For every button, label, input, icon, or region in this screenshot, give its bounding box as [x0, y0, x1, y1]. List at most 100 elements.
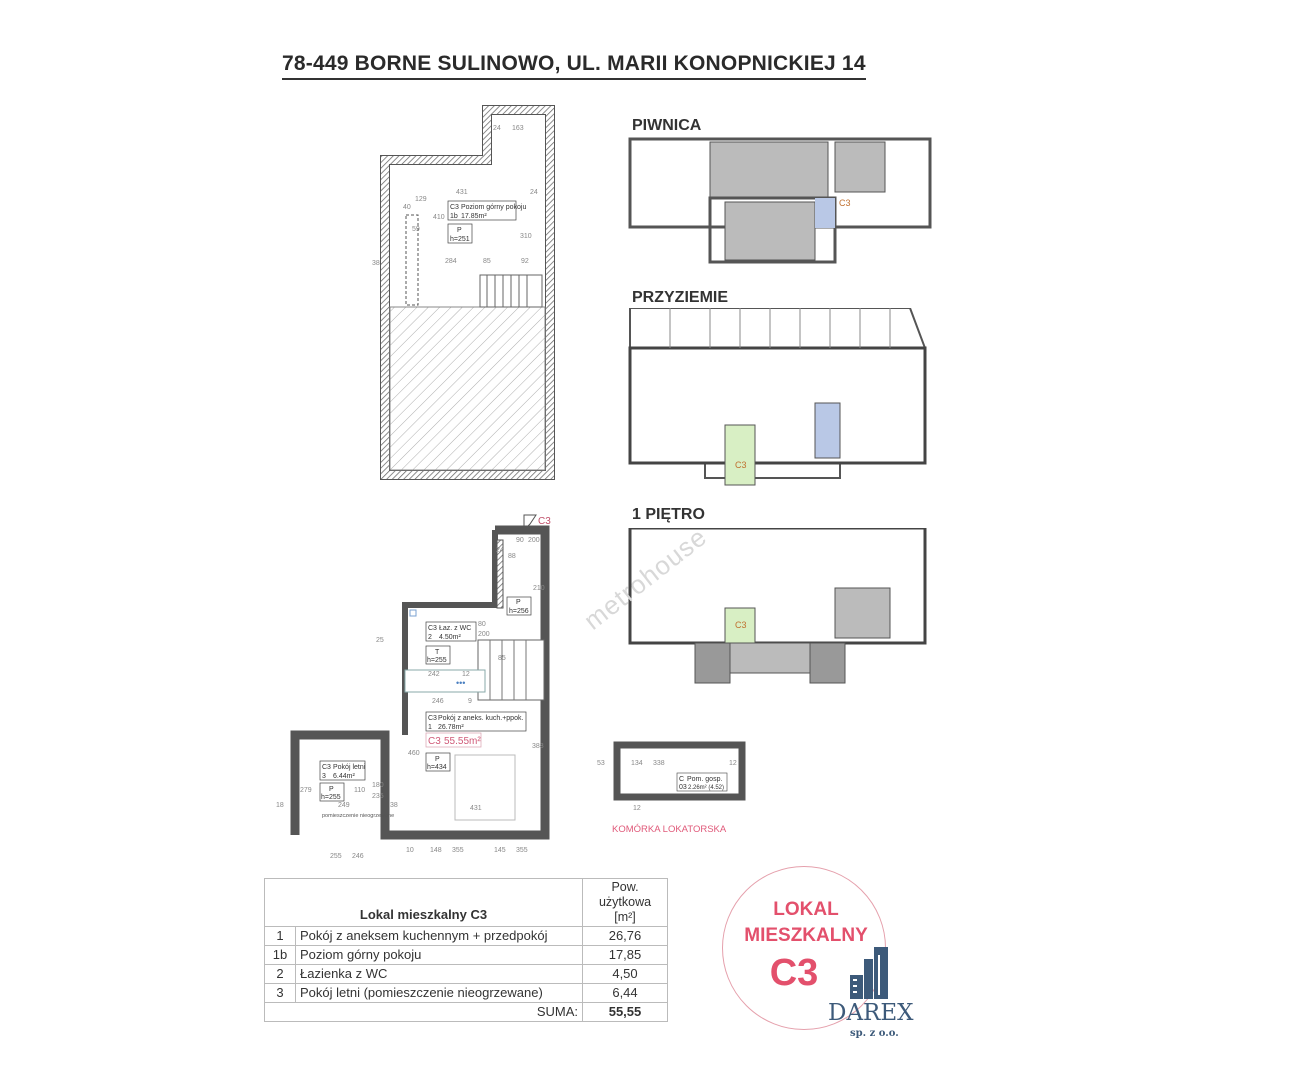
svg-text:Poziom górny pokoju: Poziom górny pokoju	[461, 204, 526, 211]
svg-text:C3: C3	[735, 460, 747, 470]
upper-level-plan: 24 163 431 24 40 129 410 59 310 284 85 9…	[372, 105, 555, 480]
sofa	[454, 754, 516, 821]
svg-text:17.85m²: 17.85m²	[461, 213, 487, 220]
void-area	[389, 306, 546, 471]
stamp-line1: LOKAL	[773, 899, 839, 920]
svg-text:Pokój letni: Pokój letni	[333, 764, 366, 771]
svg-text:310: 310	[520, 233, 532, 240]
svg-text:59: 59	[412, 226, 420, 233]
svg-text:Pom. gosp.: Pom. gosp.	[687, 776, 722, 783]
basement-heading: PIWNICA	[632, 117, 702, 134]
svg-text:145: 145	[494, 847, 506, 854]
svg-text:388: 388	[532, 743, 544, 750]
sink-icon	[409, 609, 417, 617]
svg-text:Pokój z aneks. kuch.+ppok.: Pokój z aneks. kuch.+ppok.	[438, 715, 523, 722]
ground-floor-plan: C3	[628, 308, 927, 486]
svg-text:T: T	[435, 649, 440, 656]
svg-text:P: P	[329, 786, 334, 793]
svg-text:4.50m²: 4.50m²	[439, 634, 461, 641]
svg-text:163: 163	[512, 125, 524, 132]
svg-text:338: 338	[653, 760, 665, 767]
svg-text:C3: C3	[428, 625, 437, 632]
svg-text:200: 200	[528, 537, 540, 544]
svg-text:6.44m²: 6.44m²	[333, 773, 355, 780]
svg-text:1b: 1b	[450, 213, 458, 220]
svg-text:C3: C3	[538, 516, 551, 527]
svg-text:284: 284	[445, 258, 457, 265]
svg-text:•••: •••	[456, 678, 465, 688]
svg-text:40: 40	[403, 204, 411, 211]
svg-text:h=434: h=434	[427, 764, 447, 771]
first-floor-heading: 1 PIĘTRO	[632, 506, 705, 523]
svg-text:h=256: h=256	[509, 608, 529, 615]
svg-text:92: 92	[521, 258, 529, 265]
sum-row: SUMA:55,55	[264, 1002, 668, 1022]
svg-text:12: 12	[633, 805, 641, 812]
svg-text:460: 460	[408, 750, 420, 757]
svg-text:431: 431	[456, 189, 468, 196]
svg-text:129: 129	[415, 196, 427, 203]
kitchen-counter	[404, 669, 486, 693]
svg-text:C3: C3	[839, 198, 851, 208]
svg-text:38: 38	[372, 260, 380, 267]
marker-triangle-icon	[523, 514, 537, 532]
svg-text:C3: C3	[428, 736, 441, 747]
svg-text:24: 24	[496, 547, 504, 554]
svg-text:90: 90	[516, 537, 524, 544]
svg-text:2: 2	[428, 634, 432, 641]
stairs	[477, 639, 545, 701]
svg-text:110: 110	[354, 787, 365, 794]
area-header: Pow.użytkowa[m²]	[582, 878, 668, 927]
svg-text:85: 85	[483, 258, 491, 265]
svg-text:P: P	[435, 756, 440, 763]
svg-text:P: P	[516, 599, 521, 606]
svg-text:C3: C3	[322, 764, 331, 771]
document-title: 78-449 BORNE SULINOWO, UL. MARII KONOPNI…	[282, 52, 866, 80]
svg-text:h=255: h=255	[427, 657, 447, 664]
building-logo-icon	[850, 947, 888, 999]
storage-plan: 53 134 338 12 12 C Pom. gosp. 03 2.26m² …	[597, 741, 746, 812]
svg-text:235: 235	[372, 793, 384, 800]
basement-plan: C3	[628, 137, 932, 264]
svg-text:355: 355	[452, 847, 464, 854]
svg-text:1: 1	[428, 724, 432, 731]
svg-text:26.78m²: 26.78m²	[438, 724, 464, 731]
svg-text:C3: C3	[735, 620, 747, 630]
svg-text:355: 355	[516, 847, 528, 854]
svg-text:C3: C3	[428, 715, 437, 722]
svg-text:2.26m² (4.52): 2.26m² (4.52)	[688, 785, 724, 791]
svg-text:200: 200	[478, 631, 490, 638]
svg-text:3: 3	[322, 773, 326, 780]
svg-text:246: 246	[432, 698, 444, 705]
svg-text:pomieszczenie nieogrzewane: pomieszczenie nieogrzewane	[322, 813, 394, 819]
svg-text:148: 148	[430, 847, 442, 854]
svg-text:24: 24	[493, 125, 501, 132]
first-floor-plan: C3	[628, 528, 927, 684]
kitchen-shelf	[405, 214, 419, 306]
hall-label	[506, 596, 532, 616]
logo-name: DAREX	[828, 1000, 914, 1026]
svg-text:C: C	[679, 776, 684, 783]
svg-text:C3: C3	[450, 204, 459, 211]
svg-text:P: P	[457, 227, 462, 234]
svg-text:25: 25	[376, 637, 384, 644]
ground-floor-heading: PRZYZIEMIE	[632, 289, 729, 306]
svg-text:24: 24	[530, 189, 538, 196]
svg-text:410: 410	[433, 214, 445, 221]
svg-text:134: 134	[631, 760, 643, 767]
table-title: Lokal mieszkalny C3	[264, 878, 583, 927]
svg-text:180: 180	[372, 782, 384, 789]
svg-text:255: 255	[330, 853, 342, 860]
stamp-line3: C3	[769, 952, 819, 994]
svg-text:55.55m²: 55.55m²	[444, 736, 481, 747]
svg-text:03: 03	[679, 784, 687, 791]
svg-text:210: 210	[533, 585, 545, 592]
svg-text:h=251: h=251	[450, 236, 470, 243]
svg-text:80: 80	[478, 621, 486, 628]
storage-caption: KOMÓRKA LOKATORSKA	[612, 824, 727, 835]
